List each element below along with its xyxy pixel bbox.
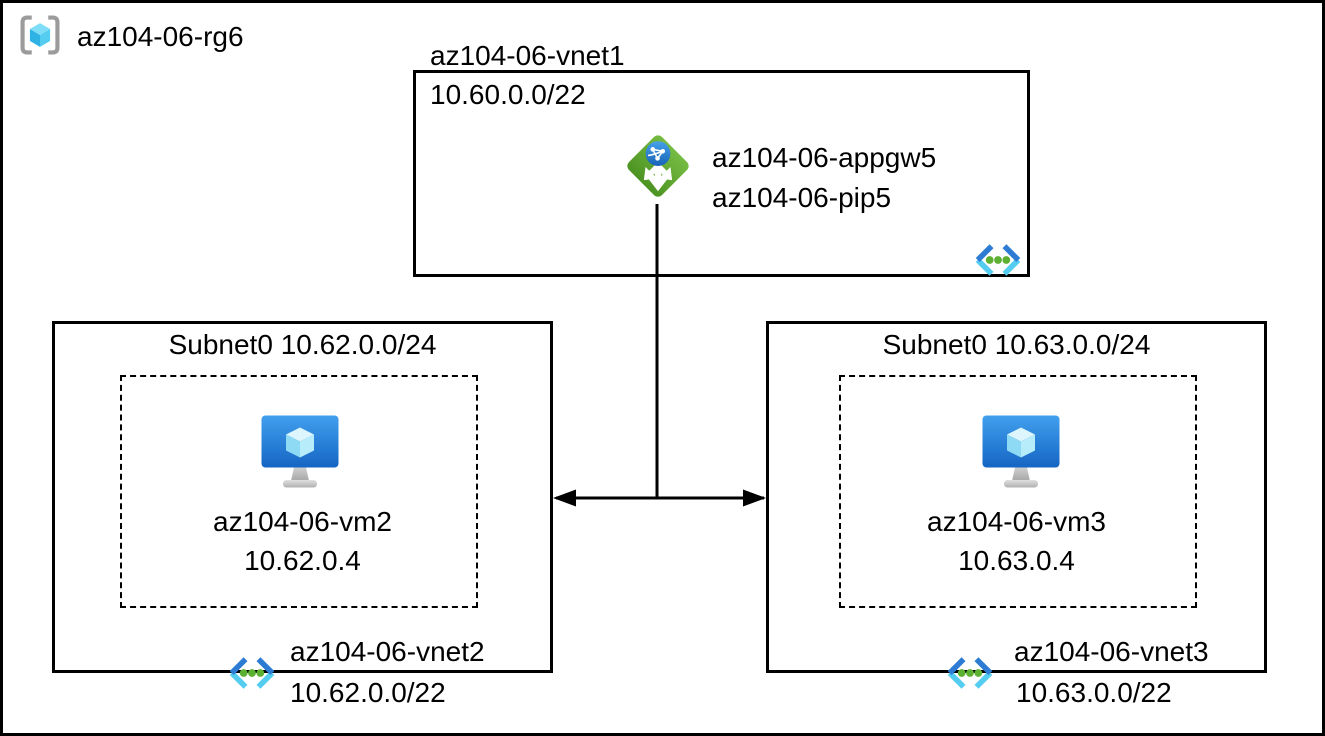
vnet2-box xyxy=(52,321,553,673)
vm3-ip-label: 10.63.0.4 xyxy=(958,545,1075,576)
appgw-name-label: az104-06-appgw5 xyxy=(712,142,937,173)
vnet2-name-label: az104-06-vnet2 xyxy=(290,636,485,667)
vm2-name-label: az104-06-vm2 xyxy=(213,506,392,537)
vm2-ip-label: 10.62.0.4 xyxy=(244,545,361,576)
subnet0-right-title: Subnet0 10.63.0.0/24 xyxy=(882,329,1151,360)
vnet1-cidr: 10.60.0.0/22 xyxy=(430,79,586,110)
subnet0-left-title: Subnet0 10.62.0.0/24 xyxy=(168,329,437,360)
application-gateway-icon xyxy=(627,135,689,197)
vnet2-cidr-label: 10.62.0.0/22 xyxy=(290,677,446,708)
virtual-network-icon xyxy=(975,244,1021,276)
pip-name-label: az104-06-pip5 xyxy=(712,182,892,213)
virtual-network-icon xyxy=(229,657,275,689)
vm3-name-label: az104-06-vm3 xyxy=(927,506,1106,537)
vnet3-name-label: az104-06-vnet3 xyxy=(1014,636,1209,667)
virtual-machine-icon xyxy=(982,415,1060,488)
vnet1-title: az104-06-vnet1 xyxy=(430,40,625,71)
resource-group-label: az104-06-rg6 xyxy=(77,21,244,52)
vnet3-box xyxy=(766,321,1267,673)
resource-group-icon xyxy=(20,15,60,55)
subnet0-right-dashed-area xyxy=(839,375,1197,608)
subnet0-left-dashed-area xyxy=(120,375,478,608)
vnet1-box xyxy=(413,70,1030,277)
virtual-network-icon xyxy=(947,657,993,689)
vnet3-cidr-label: 10.63.0.0/22 xyxy=(1016,677,1172,708)
virtual-machine-icon xyxy=(261,415,339,488)
